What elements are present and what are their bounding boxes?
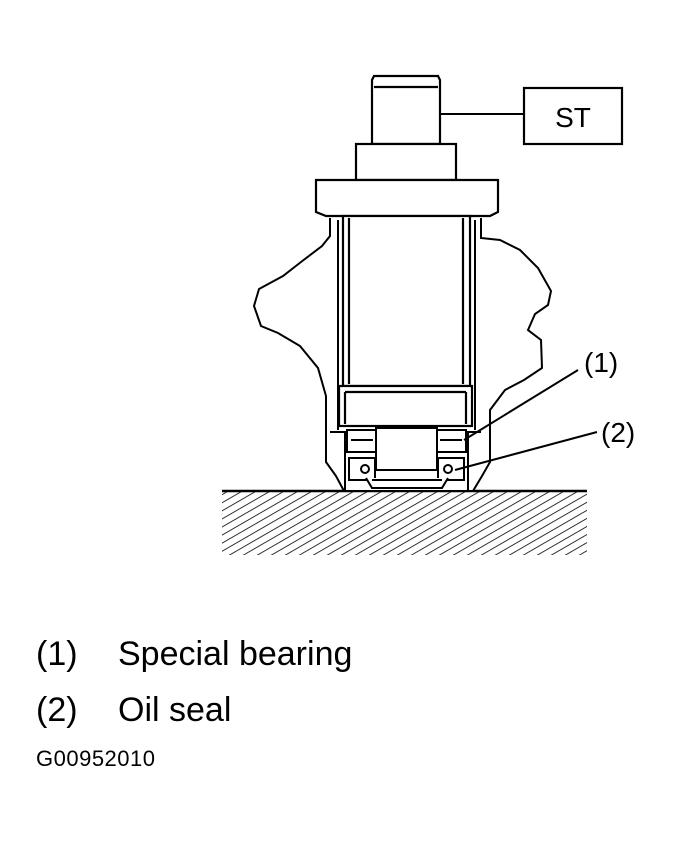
oil-seal — [348, 457, 465, 489]
assembly-diagram: ST (1) (2) — [222, 74, 635, 555]
st-label: ST — [555, 102, 591, 133]
legend-item-1: (1) Special bearing — [36, 626, 636, 682]
callout-1: (1) — [463, 347, 618, 441]
figure-code: G00952010 — [36, 746, 156, 771]
special-tool — [314, 74, 500, 428]
legend-item-1-number: (1) — [36, 635, 78, 673]
legend-item-2: (2) Oil seal — [36, 682, 636, 738]
legend: (1) Special bearing (2) Oil seal — [36, 626, 636, 738]
legend-item-1-label: Special bearing — [118, 635, 353, 673]
base-surface — [222, 489, 587, 555]
callout-2: (2) — [454, 417, 635, 471]
callout-2-number: (2) — [601, 417, 635, 448]
legend-item-2-label: Oil seal — [118, 691, 232, 729]
st-callout: ST — [440, 86, 624, 146]
callout-1-number: (1) — [584, 347, 618, 378]
legend-item-2-number: (2) — [36, 691, 78, 729]
special-bearing — [346, 427, 467, 471]
